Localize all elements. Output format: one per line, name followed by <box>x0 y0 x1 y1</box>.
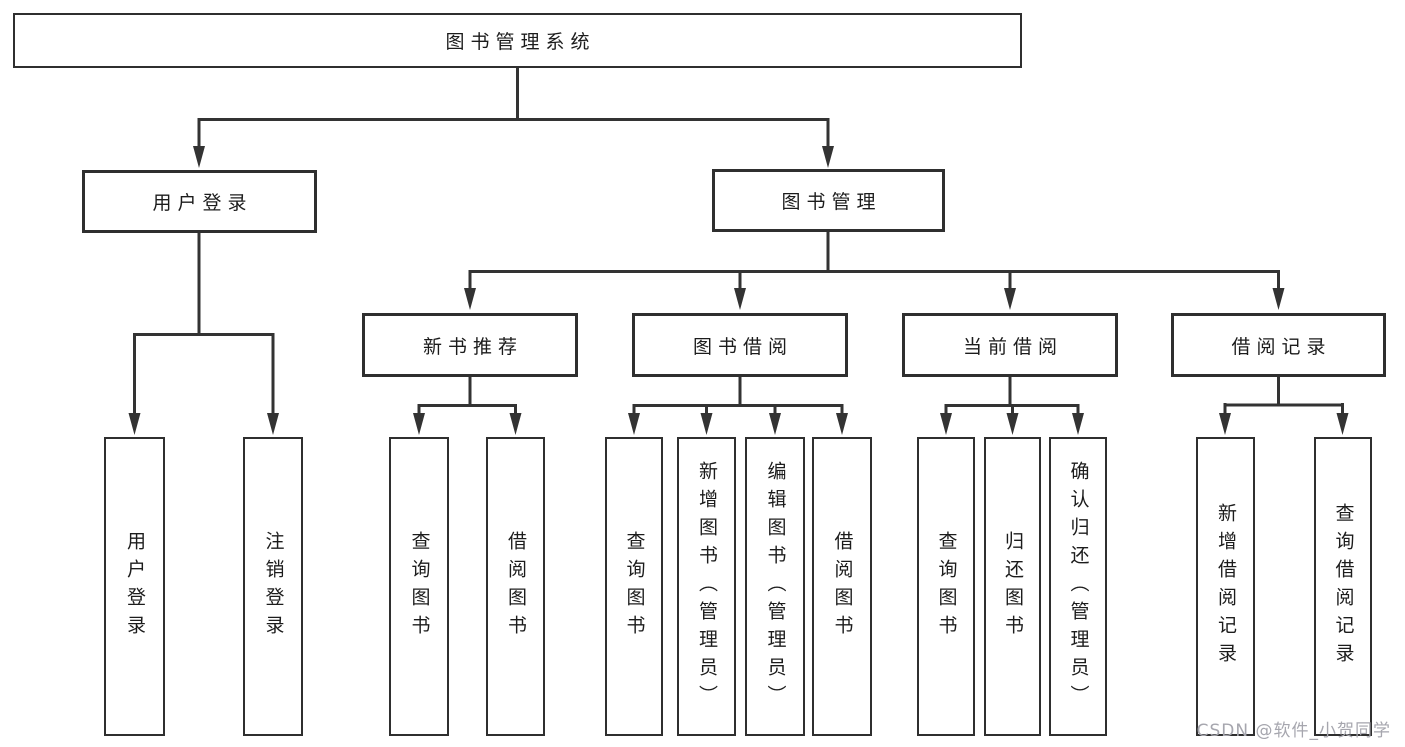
node-current-borrow: 当前借阅 <box>902 313 1118 377</box>
node-current-borrow-label: 当前借阅 <box>962 335 1063 358</box>
leaf-borrow-books: 借阅图书 <box>812 437 872 736</box>
node-user-login-label: 用户登录 <box>152 192 253 214</box>
node-root-label: 图书管理系统 <box>445 31 596 53</box>
leaf-return-book-label: 归还图书 <box>1002 530 1024 643</box>
leaf-borrow-query-books: 查询图书 <box>605 437 663 736</box>
leaf-add-book-admin: 新增图书（管理员） <box>677 437 736 736</box>
node-borrow-records: 借阅记录 <box>1171 313 1386 377</box>
leaf-add-borrow-record: 新增借阅记录 <box>1196 437 1255 736</box>
node-new-book-recommend-label: 新书推荐 <box>422 335 523 358</box>
node-book-borrow: 图书借阅 <box>632 313 848 377</box>
leaf-recommend-borrow-books: 借阅图书 <box>486 437 545 736</box>
leaf-confirm-return-admin: 确认归还（管理员） <box>1049 437 1107 736</box>
leaf-user-login-label: 用户登录 <box>124 530 146 643</box>
leaf-user-login: 用户登录 <box>104 437 165 736</box>
leaf-recommend-query-books-label: 查询图书 <box>408 530 431 643</box>
leaf-query-borrow-record-label: 查询借阅记录 <box>1332 502 1355 671</box>
leaf-borrow-query-books-label: 查询图书 <box>623 530 646 643</box>
leaf-query-borrow-record: 查询借阅记录 <box>1314 437 1372 736</box>
leaf-recommend-query-books: 查询图书 <box>389 437 449 736</box>
node-book-borrow-label: 图书借阅 <box>692 335 793 358</box>
leaf-edit-book-admin: 编辑图书（管理员） <box>745 437 805 736</box>
node-borrow-records-label: 借阅记录 <box>1231 335 1332 358</box>
node-root: 图书管理系统 <box>13 13 1022 68</box>
node-book-management-label: 图书管理 <box>781 191 882 213</box>
leaf-add-borrow-record-label: 新增借阅记录 <box>1215 502 1237 671</box>
leaf-confirm-return-admin-label: 确认归还（管理员） <box>1067 460 1090 713</box>
leaf-current-query-books: 查询图书 <box>917 437 975 736</box>
leaf-edit-book-admin-label: 编辑图书（管理员） <box>764 460 787 713</box>
leaf-add-book-admin-label: 新增图书（管理员） <box>696 460 718 713</box>
leaf-recommend-borrow-books-label: 借阅图书 <box>505 530 527 643</box>
leaf-borrow-books-label: 借阅图书 <box>831 530 854 643</box>
node-book-management: 图书管理 <box>712 169 945 232</box>
leaf-logout: 注销登录 <box>243 437 303 736</box>
leaf-logout-label: 注销登录 <box>262 530 285 643</box>
node-new-book-recommend: 新书推荐 <box>362 313 578 377</box>
leaf-current-query-books-label: 查询图书 <box>935 530 958 643</box>
watermark-text: CSDN @软件_小贺同学 <box>1196 721 1391 741</box>
leaf-return-book: 归还图书 <box>984 437 1041 736</box>
node-user-login: 用户登录 <box>82 170 317 233</box>
